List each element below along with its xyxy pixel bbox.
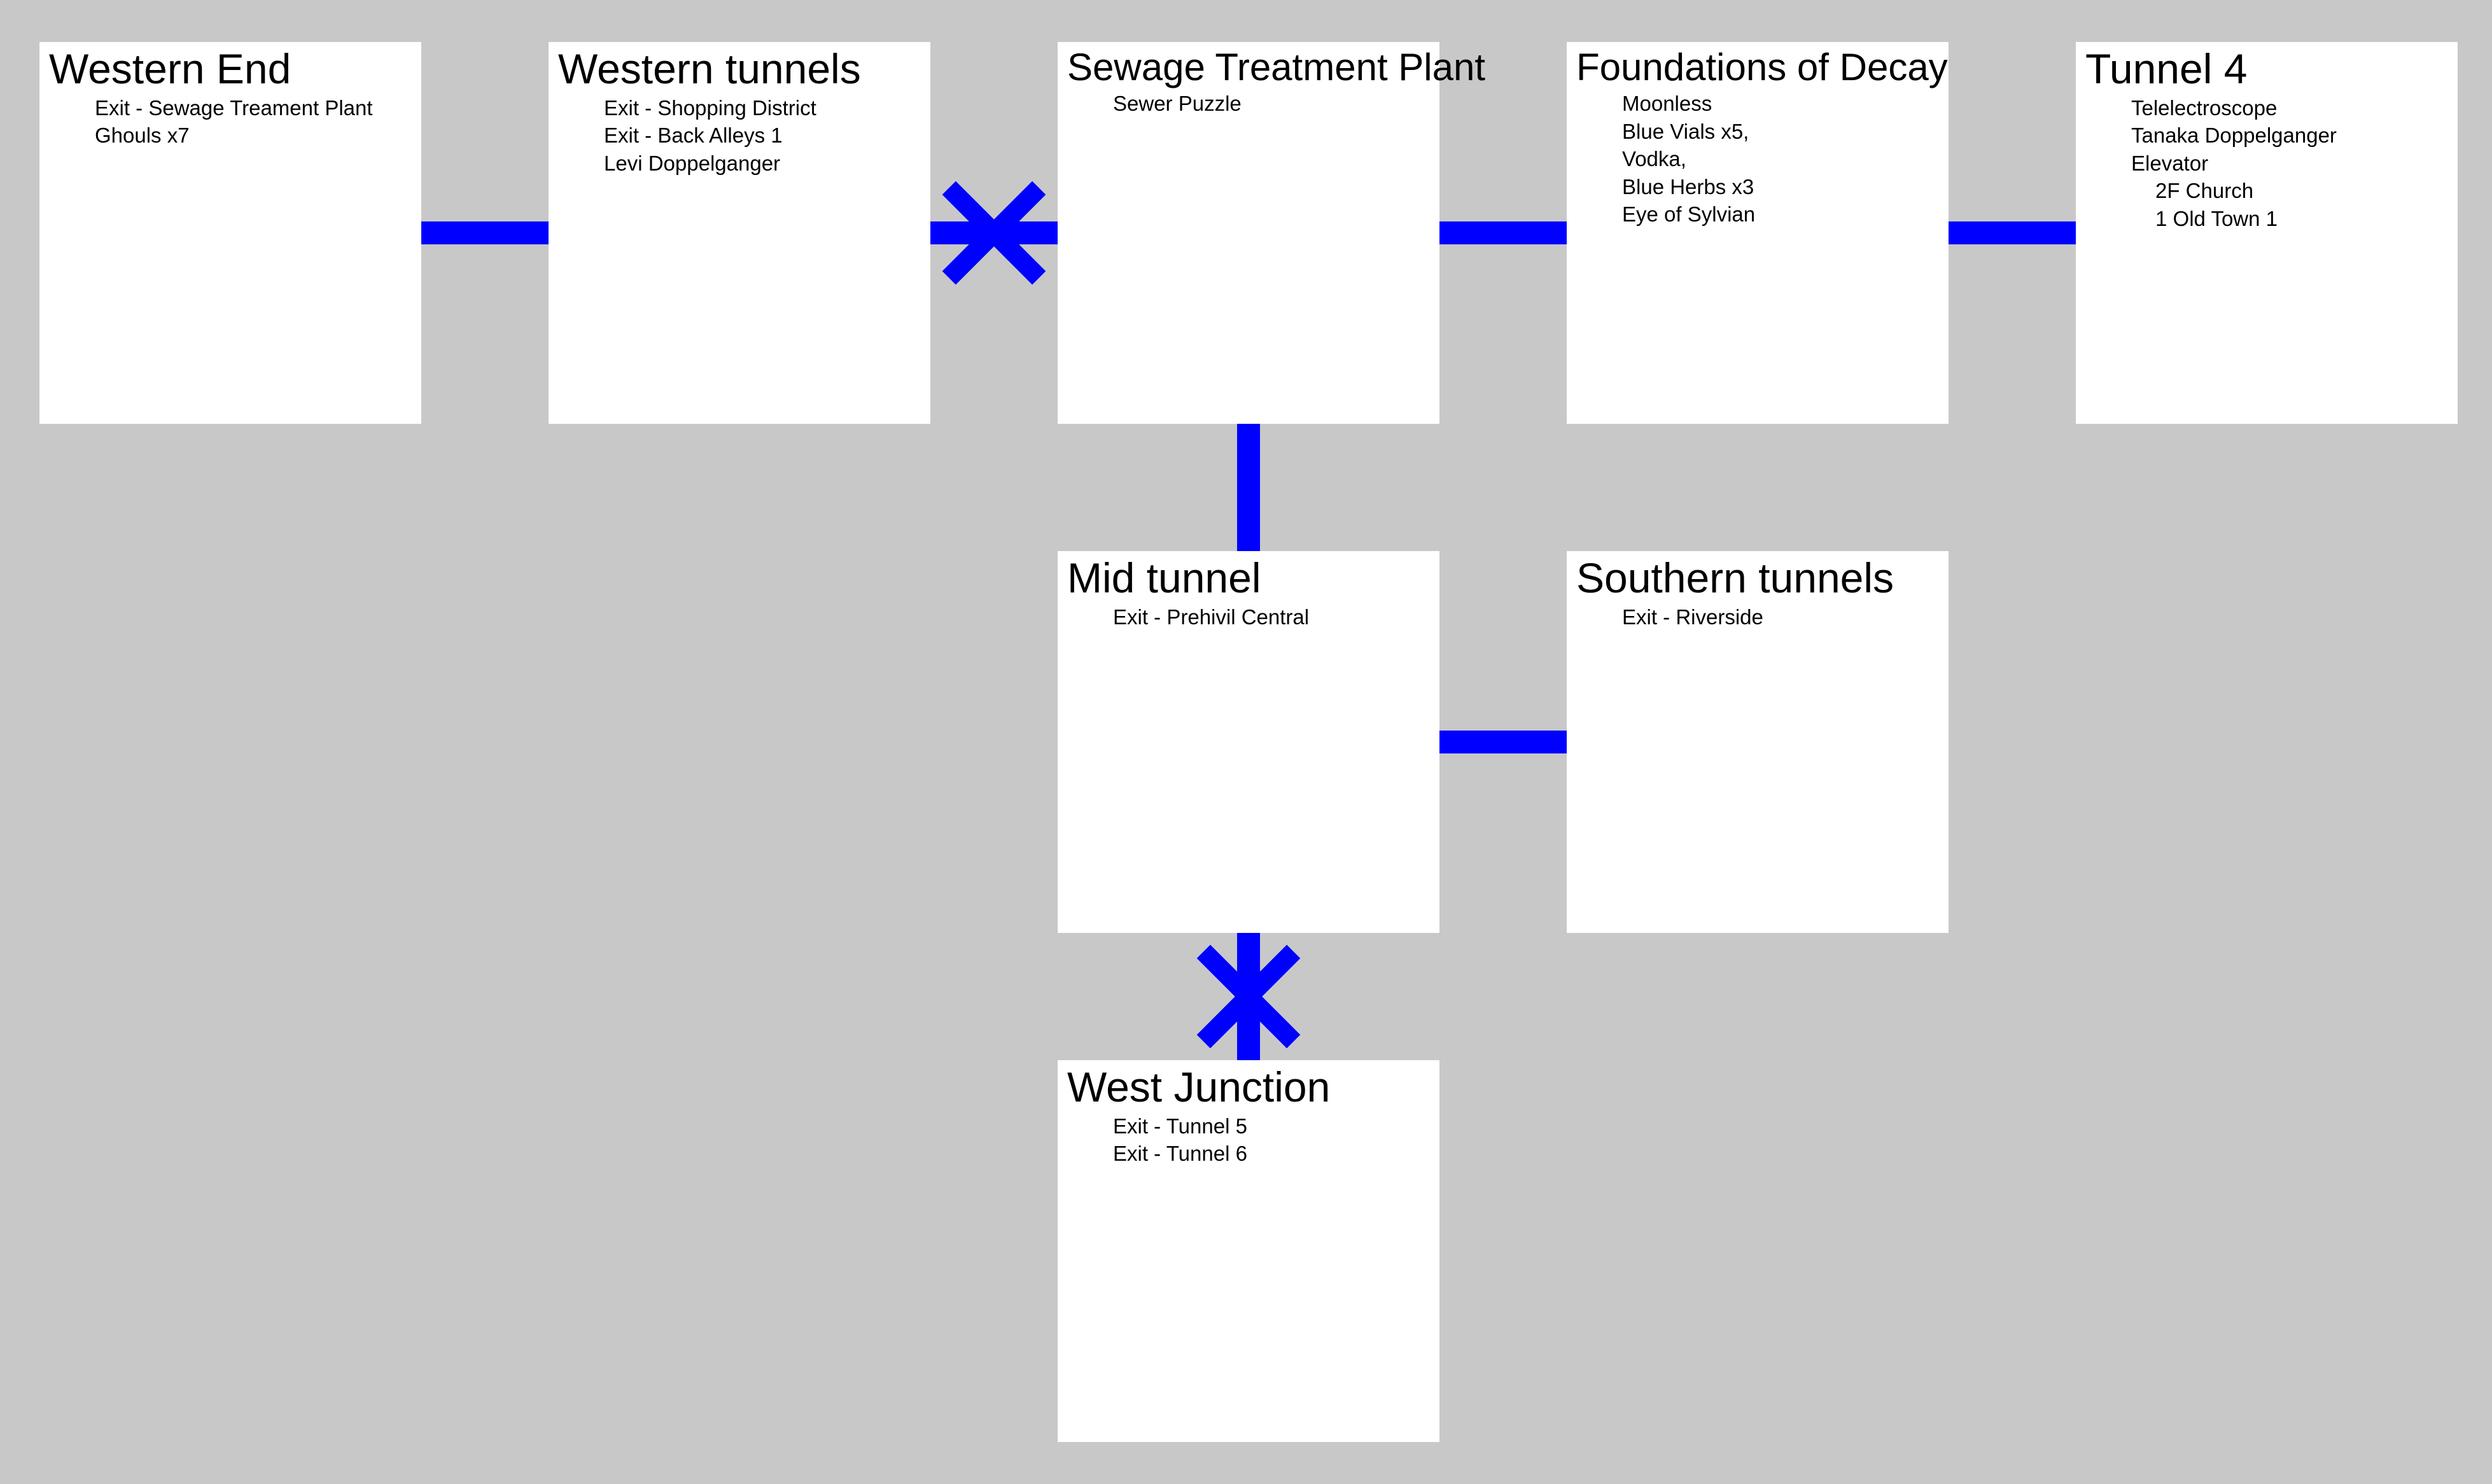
room-note: Exit - Shopping District	[604, 95, 816, 120]
connector-foundations-tunnel4	[1949, 221, 2076, 244]
room-title: Sewage Treatment Plant	[1067, 46, 1486, 88]
room-note: Levi Doppelganger	[604, 151, 781, 175]
connector-sewage-plant-foundations	[1439, 221, 1567, 244]
room-note: Exit - Riverside	[1622, 605, 1763, 629]
room-sewage-treatment-plant: Sewage Treatment Plant Sewer Puzzle	[1058, 42, 1486, 424]
room-notes: Sewer Puzzle	[1067, 90, 1439, 118]
room-note: Telelectroscope	[2131, 95, 2278, 120]
room-notes: Exit - Tunnel 5 Exit - Tunnel 6	[1067, 1112, 1439, 1168]
room-note: Exit - Tunnel 5	[1113, 1114, 1247, 1138]
room-title: West Junction	[1067, 1063, 1331, 1110]
room-foundations-of-decay: Foundations of Decay Moonless Blue Vials…	[1567, 42, 1949, 424]
room-western-tunnels: Western tunnels Exit - Shopping District…	[549, 42, 930, 424]
room-mid-tunnel: Mid tunnel Exit - Prehivil Central	[1058, 551, 1439, 933]
room-subnote: 1 Old Town 1	[2155, 206, 2278, 230]
room-notes: Exit - Prehivil Central	[1067, 603, 1439, 631]
room-subnote: 2F Church	[2155, 179, 2254, 203]
room-tunnel-4: Tunnel 4 Telelectroscope Tanaka Doppelga…	[2076, 42, 2458, 424]
room-note: Elevator	[2131, 151, 2209, 175]
blocked-passage-x-icon	[943, 182, 1045, 284]
room-notes: Exit - Riverside	[1576, 603, 1949, 631]
room-note: Blue Herbs x3	[1622, 174, 1754, 199]
room-notes: Exit - Shopping District Exit - Back All…	[558, 94, 930, 178]
room-note: Exit - Prehivil Central	[1113, 605, 1310, 629]
room-title: Tunnel 4	[2085, 45, 2248, 92]
room-note: Blue Vials x5,	[1622, 119, 1749, 143]
room-notes: Moonless Blue Vials x5, Vodka, Blue Herb…	[1576, 90, 1949, 228]
room-note: Eye of Sylvian	[1622, 202, 1756, 227]
room-note: Ghouls x7	[95, 123, 190, 148]
room-west-junction: West Junction Exit - Tunnel 5 Exit - Tun…	[1058, 1060, 1439, 1442]
room-title: Southern tunnels	[1576, 554, 1894, 601]
connector-sewage-plant-mid-tunnel	[1237, 424, 1260, 551]
room-notes: Telelectroscope Tanaka Doppelganger Elev…	[2085, 94, 2458, 233]
room-note: Moonless	[1622, 92, 1712, 116]
room-note: Vodka,	[1622, 147, 1686, 171]
room-notes: Exit - Sewage Treament Plant Ghouls x7	[49, 94, 421, 150]
room-title: Mid tunnel	[1067, 554, 1261, 601]
room-note: Exit - Sewage Treament Plant	[95, 95, 373, 120]
room-note: Tanaka Doppelganger	[2131, 123, 2337, 148]
room-note: Exit - Tunnel 6	[1113, 1142, 1247, 1166]
connector-mid-tunnel-southern-tunnels	[1439, 731, 1567, 753]
connector-western-end-western-tunnels	[421, 221, 549, 244]
room-title: Foundations of Decay	[1576, 46, 1948, 88]
room-title: Western tunnels	[558, 45, 861, 92]
room-note: Exit - Back Alleys 1	[604, 123, 783, 148]
room-southern-tunnels: Southern tunnels Exit - Riverside	[1567, 551, 1949, 933]
room-note: Sewer Puzzle	[1113, 92, 1242, 116]
room-western-end: Western End Exit - Sewage Treament Plant…	[39, 42, 421, 424]
blocked-passage-x-icon	[1198, 946, 1299, 1047]
room-title: Western End	[49, 45, 291, 92]
